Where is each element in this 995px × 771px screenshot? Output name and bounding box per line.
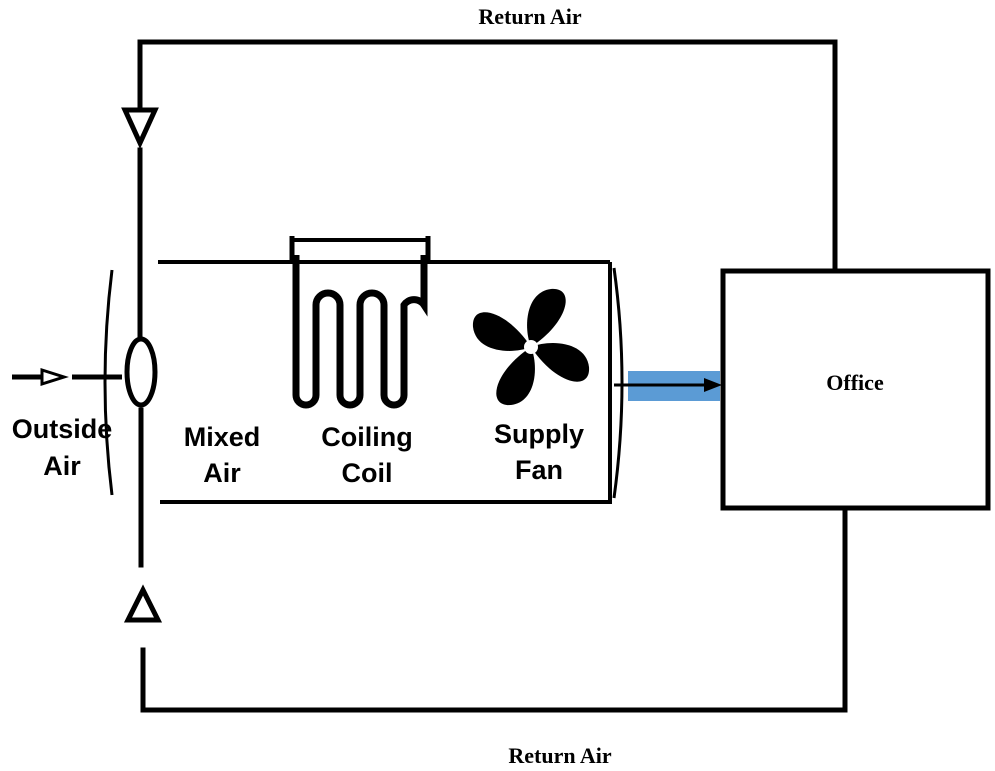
bottom-return-duct: [140, 509, 848, 713]
supply-fan-label-line2: Fan: [515, 455, 563, 485]
return-air-loop: [137, 39, 848, 713]
return-air-bottom-label: Return Air: [508, 743, 612, 768]
mixed-air-label-line2: Air: [203, 458, 241, 488]
cooling-coil-label-line2: Coil: [342, 458, 393, 488]
fan-icon: [472, 288, 590, 406]
outside-air-label-line2: Air: [43, 451, 81, 481]
supply-arrow-head: [704, 378, 722, 392]
outside-air-arrow: [12, 367, 122, 387]
intake-bracket: [103, 269, 114, 496]
outside-air-label-line1: Outside: [12, 414, 113, 444]
return-air-top-label: Return Air: [478, 4, 582, 29]
down-arrow-icon: [121, 107, 159, 150]
supply-fan-label-line1: Supply: [494, 419, 584, 449]
mixed-air-label-line1: Mixed: [184, 422, 261, 452]
office-box: [720, 268, 991, 511]
coil-icon: [289, 236, 431, 409]
damper-icon: [124, 336, 158, 408]
up-arrow-icon: [123, 584, 163, 623]
office-label: Office: [826, 370, 884, 395]
cooling-coil-label-line1: Coiling: [321, 422, 412, 452]
top-return-duct: [137, 39, 838, 271]
air-handler-housing: [158, 260, 624, 504]
